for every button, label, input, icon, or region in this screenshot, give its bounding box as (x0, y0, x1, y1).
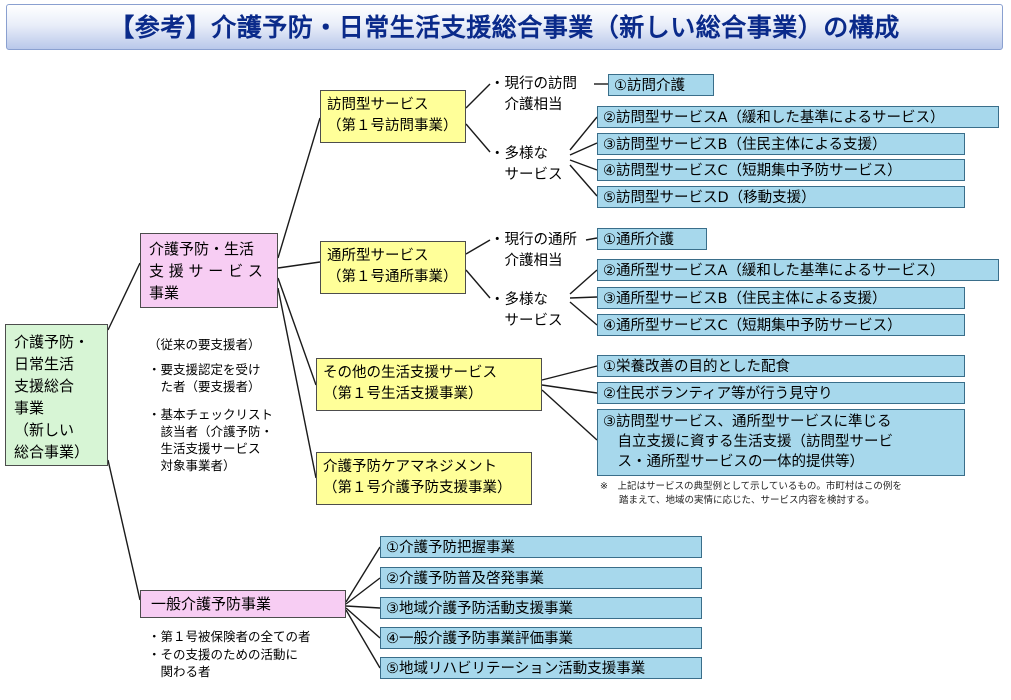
general-prevention-box: 一般介護予防事業 (140, 590, 346, 618)
visit-item-3: ③訪問型サービスB（住民主体による支援） (597, 133, 965, 155)
root-box: 介護予防・ 日常生活 支援総合 事業 （新しい 総合事業） (5, 324, 108, 466)
connector-visit-current (465, 83, 491, 109)
other-item-1: ①栄養改善の目的とした配食 (597, 355, 965, 377)
day-service-box: 通所型サービス （第１号通所事業） (320, 241, 466, 294)
other-item-2: ②住民ボランティア等が行う見守り (597, 382, 965, 404)
general-item-5: ⑤地域リハビリテーション活動支援事業 (380, 657, 702, 679)
connector-visit-item4 (569, 159, 598, 171)
connector-root-svc (107, 262, 141, 331)
connector-general-item3 (345, 605, 381, 609)
connector-general-item1 (345, 546, 381, 603)
visit-item-1: ①訪問介護 (608, 74, 714, 96)
footnote: ※ 上記はサービスの典型例として示しているもの。市町村はこの例を 踏まえて、地域… (600, 481, 902, 506)
connector-day-current (465, 239, 491, 255)
connector-day-item3 (569, 296, 598, 299)
connector-root-general (107, 459, 141, 601)
general-item-3: ③地域介護予防活動支援事業 (380, 597, 702, 619)
day-category-diverse: ・多様な サービス (490, 292, 563, 329)
visit-item-4: ④訪問型サービスC（短期集中予防サービス） (597, 159, 965, 181)
general-item-2: ②介護予防普及啓発事業 (380, 567, 702, 589)
title-bar: 【参考】介護予防・日常生活支援総合事業（新しい総合事業）の構成 (6, 4, 1003, 50)
visit-item-2: ②訪問型サービスA（緩和した基準によるサービス） (597, 106, 999, 128)
connector-visit-item3 (569, 142, 598, 156)
connector-other-item3 (541, 389, 598, 441)
connector-svc-care (277, 287, 317, 479)
svc-note-2: ・要支援認定を受け た者（要支援者） (148, 362, 261, 394)
connector-visit-item2 (569, 116, 598, 151)
connector-visit-item5 (569, 164, 598, 197)
connector-general-item2 (345, 577, 381, 605)
connector-general-item5 (345, 609, 381, 669)
day-item-2: ②通所型サービスA（緩和した基準によるサービス） (597, 259, 999, 281)
general-note-2: ・その支援のための活動に 関わる者 (148, 647, 299, 679)
visit-category-current: ・現行の訪問 介護相当 (490, 76, 577, 113)
visit-category-diverse: ・多様な サービス (490, 146, 563, 183)
day-item-4: ④通所型サービスC（短期集中予防サービス） (597, 314, 965, 336)
day-category-current: ・現行の通所 介護相当 (490, 232, 577, 269)
day-item-1: ①通所介護 (597, 228, 707, 250)
visit-service-box: 訪問型サービス （第１号訪問事業） (320, 90, 466, 143)
day-item-3: ③通所型サービスB（住民主体による支援） (597, 287, 965, 309)
page-title: 【参考】介護予防・日常生活支援総合事業（新しい総合事業）の構成 (109, 13, 900, 42)
connector-other-item2 (541, 384, 598, 394)
connector-svc-other (277, 277, 317, 386)
general-note-1: ・第１号被保険者の全ての者 (148, 629, 311, 644)
connector-visit-diverse (465, 123, 491, 153)
other-service-box: その他の生活支援サービス （第１号生活支援事業） (316, 358, 542, 411)
connector-day-item4 (569, 301, 598, 326)
other-item-3: ③訪問型サービス、通所型サービスに準じる 自立支援に資する生活支援（訪問型サービ… (597, 409, 965, 476)
connector-day-item1 (585, 237, 598, 241)
connector-day-diverse (465, 269, 491, 299)
visit-item-5: ⑤訪問型サービスD（移動支援） (597, 186, 965, 208)
service-business-box: 介護予防・生活 支 援 サ ー ビ ス 事業 (140, 233, 278, 308)
connector-svc-visit (277, 117, 321, 259)
svc-note-3: ・基本チェックリスト 該当者（介護予防・ 生活支援サービス 対象事業者） (148, 407, 274, 473)
connector-general-item4 (345, 607, 381, 639)
connector-other-item1 (541, 365, 598, 381)
general-item-1: ①介護予防把握事業 (380, 536, 702, 558)
general-item-4: ④一般介護予防事業評価事業 (380, 627, 702, 649)
care-management-box: 介護予防ケアマネジメント （第１号介護予防支援事業） (316, 452, 532, 505)
connector-day-item2 (569, 269, 598, 295)
svc-note-1: （従来の要支援者） (148, 337, 261, 352)
connector-svc-day (277, 261, 321, 269)
